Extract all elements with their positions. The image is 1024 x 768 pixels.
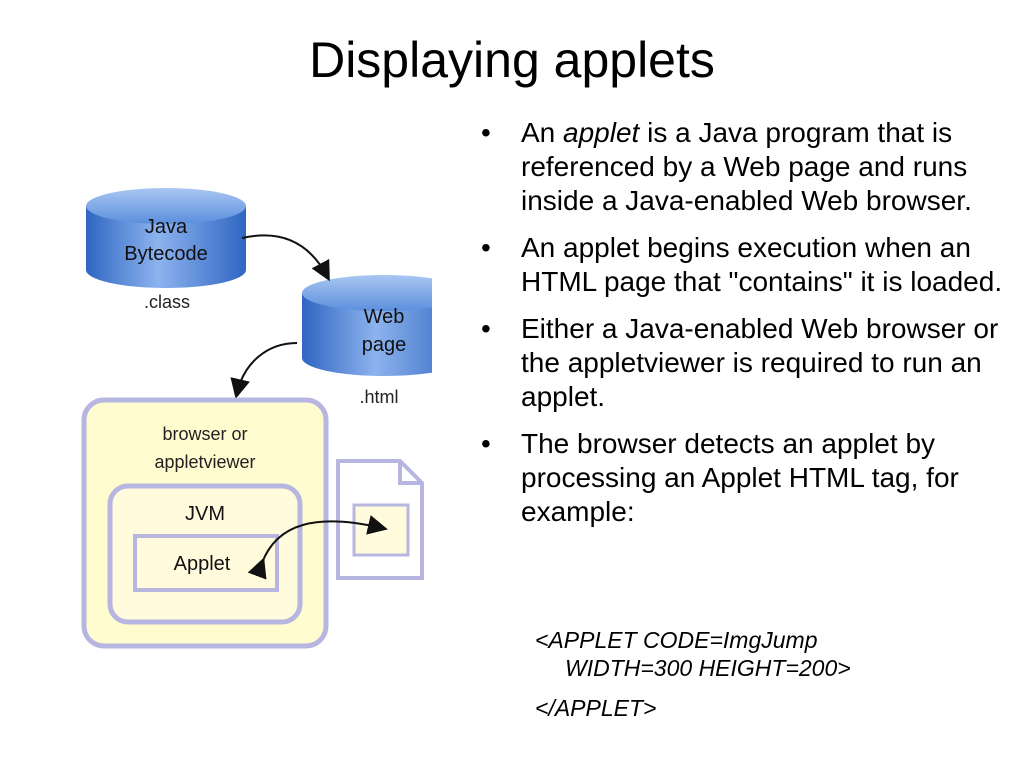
- bullet-text: An applet is a Java program that is refe…: [521, 117, 972, 216]
- list-item: • The browser detects an applet by proce…: [478, 427, 1008, 529]
- list-item: • Either a Java-enabled Web browser or t…: [478, 312, 1008, 414]
- bullet-marker: •: [481, 313, 491, 344]
- bullet-marker: •: [481, 232, 491, 263]
- bullet-marker: •: [481, 117, 491, 148]
- webpage-to-browser-arrow: [230, 342, 298, 399]
- applet-emphasis: applet: [563, 117, 640, 148]
- webpage-extension: .html: [359, 387, 398, 407]
- applet-diagram: Java Bytecode .class Web page .html brow…: [81, 188, 432, 649]
- browser-label-line2: appletviewer: [154, 452, 255, 472]
- bullet-text: Either a Java-enabled Web browser or the…: [521, 313, 999, 412]
- code-line: </APPLET>: [535, 695, 657, 721]
- bytecode-label-line1: Java: [145, 216, 188, 238]
- bytecode-to-webpage-arrow: [241, 234, 330, 282]
- bytecode-extension: .class: [144, 292, 190, 312]
- bullet-text: The browser detects an applet by process…: [521, 428, 959, 527]
- browser-label-line1: browser or: [162, 424, 247, 444]
- document-page-icon: [336, 459, 424, 580]
- webpage-label-line2: page: [362, 334, 407, 356]
- bytecode-database-icon: Java Bytecode: [86, 188, 246, 288]
- bullet-marker: •: [481, 428, 491, 459]
- applet-label: Applet: [174, 553, 231, 575]
- list-item: • An applet is a Java program that is re…: [478, 116, 1008, 218]
- code-line: <APPLET CODE=ImgJump: [535, 627, 818, 653]
- applet-page-link-arrow: [247, 515, 388, 580]
- webpage-database-icon: Web page: [302, 275, 432, 376]
- bytecode-label-line2: Bytecode: [124, 243, 207, 265]
- bullet-text: An applet begins execution when an HTML …: [521, 232, 1003, 297]
- list-item: • An applet begins execution when an HTM…: [478, 231, 1008, 299]
- code-line: WIDTH=300 HEIGHT=200>: [565, 655, 851, 681]
- slide-title: Displaying applets: [309, 32, 715, 88]
- jvm-label: JVM: [185, 503, 225, 525]
- bullet-list: • An applet is a Java program that is re…: [478, 116, 1008, 542]
- applet-code-example: <APPLET CODE=ImgJump WIDTH=300 HEIGHT=20…: [535, 626, 1015, 722]
- webpage-label-line1: Web: [364, 306, 405, 328]
